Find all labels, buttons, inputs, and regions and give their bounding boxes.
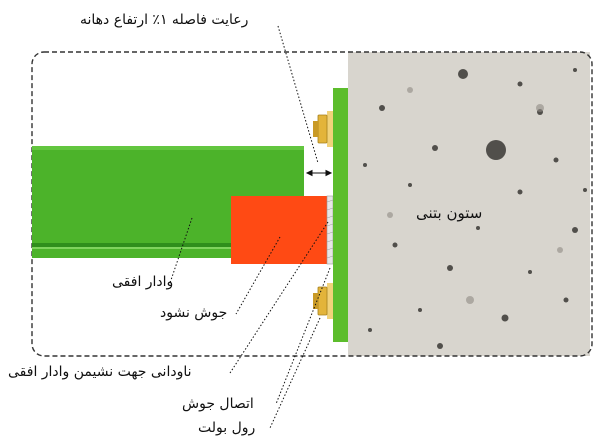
concrete-column [348, 52, 590, 356]
bolt-bottom [313, 283, 333, 319]
label-weld-connection: اتصال جوش [182, 396, 254, 412]
seat-channel [231, 196, 327, 264]
weld-strip [326, 195, 334, 265]
label-bolt-washer: رول بولت [198, 420, 256, 436]
label-seat-channel: ناودانی جهت نشیمن وادار افقی [8, 364, 192, 380]
bolt-top [313, 111, 333, 147]
label-horizontal-rafter: وادار افقی [112, 274, 174, 290]
gap-dimension [305, 169, 333, 177]
label-mouth-spacing: رعایت فاصله ۱٪ ارتفاع دهانه [80, 12, 249, 28]
weld-hatch [326, 199, 334, 259]
leader-lines [169, 25, 331, 429]
label-not-welded: جوش نشود [160, 305, 228, 321]
label-concrete-column: ستون بتنی [416, 204, 483, 222]
base-plate [333, 88, 348, 342]
